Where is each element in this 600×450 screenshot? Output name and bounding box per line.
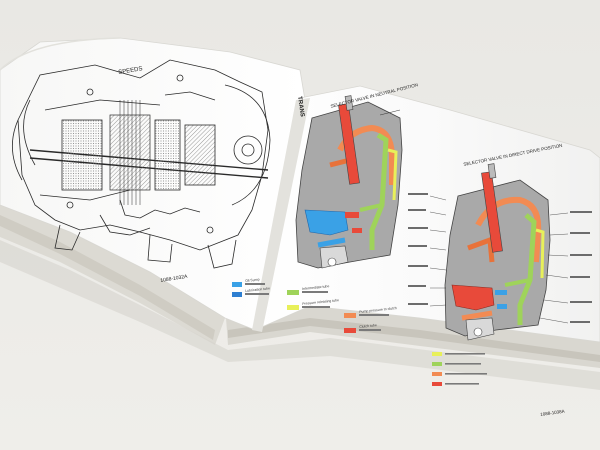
selector-valve-direct-drive-diagram	[408, 163, 592, 341]
legend-swatch-clutch	[344, 328, 356, 333]
color-legend	[232, 282, 389, 333]
transmission-cross-section-drawing	[11, 59, 271, 269]
legend-swatch-oil-sump	[232, 282, 242, 287]
legend-swatch-lubrication	[232, 292, 242, 297]
legend-swatch-pressure-release	[287, 305, 299, 310]
legend-swatch-pump-pressure	[344, 313, 356, 318]
book-page-stack	[0, 205, 600, 390]
selector-valve-neutral-diagram	[295, 95, 403, 269]
legend-swatch-intermediate	[287, 290, 299, 295]
far-right-legend	[432, 352, 487, 386]
